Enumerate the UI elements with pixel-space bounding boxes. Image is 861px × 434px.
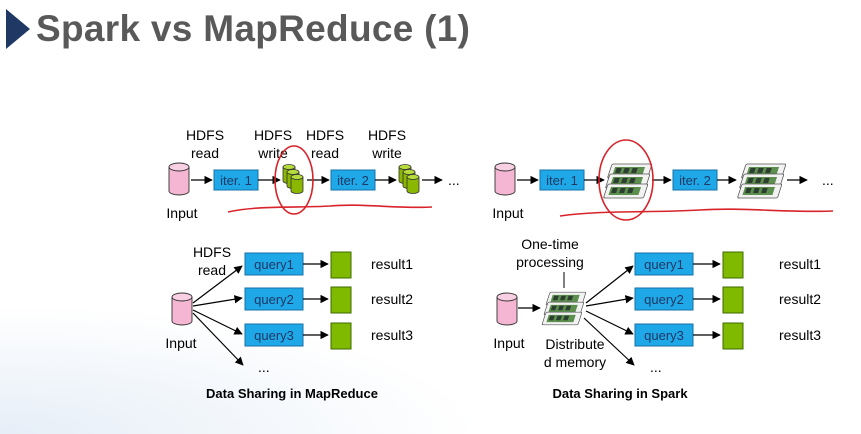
spark-result2-label: result2	[779, 291, 821, 307]
mr-query-ellipsis: ...	[258, 359, 270, 375]
spark-result3-box	[722, 322, 744, 350]
spark-annotation-circle	[598, 139, 654, 221]
mr-result3-box	[330, 322, 352, 350]
spark-query3-label: query3	[644, 328, 684, 343]
spark-result2-box	[722, 286, 744, 314]
mr-result3-label: result3	[371, 327, 413, 343]
mr-input-label: Input	[166, 205, 197, 221]
mr-iter-ellipsis: ...	[448, 172, 460, 188]
mr-annotation-circle	[274, 145, 314, 215]
spark-input-label: Input	[492, 205, 523, 221]
mr-query-input-label: Input	[165, 335, 196, 351]
disk-stack-icon	[398, 164, 420, 194]
ram-chip-icon	[736, 163, 787, 199]
spark-iter-ellipsis: ...	[822, 172, 834, 188]
spark-annotation-underline	[559, 208, 834, 217]
ram-chip-icon	[541, 291, 587, 326]
mr-query2-label: query2	[254, 292, 294, 307]
mr-query3-label: query3	[254, 328, 294, 343]
mr-query1-label: query1	[254, 257, 294, 272]
spark-result1-box	[722, 251, 744, 279]
ram-chip-icon	[602, 163, 653, 199]
mr-annotation-underline	[227, 204, 433, 213]
spark-query2-label: query2	[644, 292, 684, 307]
hdfs-disk-icon	[496, 292, 518, 326]
disk-stack-icon	[282, 164, 304, 194]
mr-result2-box	[330, 286, 352, 314]
spark-query-ellipsis: ...	[650, 359, 662, 375]
mr-iter2-label: iter. 2	[337, 173, 369, 188]
mr-iter1-label: iter. 1	[220, 173, 252, 188]
mr-result1-label: result1	[371, 256, 413, 272]
triangle-bullet-icon	[6, 9, 30, 49]
mr-result2-label: result2	[371, 291, 413, 307]
spark-result3-label: result3	[779, 327, 821, 343]
hdfs-disk-icon	[494, 162, 516, 196]
hdfs-disk-icon	[171, 292, 193, 326]
spark-iter2-label: iter. 2	[679, 173, 711, 188]
spark-query-input-label: Input	[493, 335, 524, 351]
mr-result1-box	[330, 251, 352, 279]
slide-title: Spark vs MapReduce (1)	[36, 8, 471, 49]
spark-caption: Data Sharing in Spark	[552, 386, 688, 401]
hdfs-disk-icon	[168, 162, 190, 196]
spark-result1-label: result1	[779, 256, 821, 272]
mr-caption: Data Sharing in MapReduce	[206, 386, 378, 401]
slide-title-bar: Spark vs MapReduce (1)	[6, 8, 470, 50]
spark-iter1-label: iter. 1	[546, 173, 578, 188]
spark-query1-label: query1	[644, 257, 684, 272]
background-gradient	[0, 294, 520, 434]
